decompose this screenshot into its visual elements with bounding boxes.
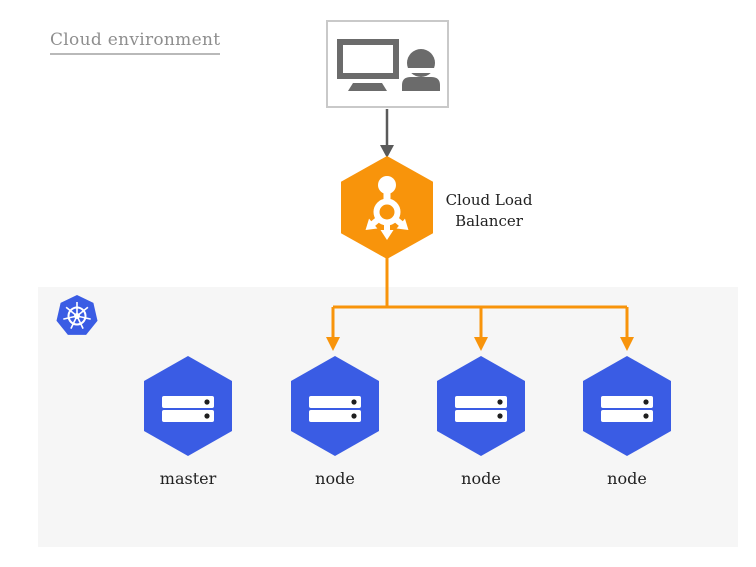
user-workstation-box bbox=[326, 20, 449, 108]
node-label: node bbox=[315, 469, 355, 488]
load-balancer-connectors bbox=[326, 258, 634, 351]
cloud-environment-title: Cloud environment bbox=[50, 30, 221, 55]
cluster-node-hexagon bbox=[583, 356, 671, 456]
load-balancer-label: Cloud Load Balancer bbox=[445, 191, 533, 230]
arrow-down-icon bbox=[380, 109, 394, 158]
kubernetes-logo bbox=[56, 295, 98, 335]
server-icon bbox=[601, 396, 653, 422]
server-icon bbox=[162, 396, 214, 422]
node-label: node bbox=[607, 469, 647, 488]
load-balancer-hexagon bbox=[341, 156, 433, 259]
server-icon bbox=[309, 396, 361, 422]
load-balancer-icon bbox=[365, 176, 409, 240]
master-label: master bbox=[159, 469, 217, 488]
server-icon bbox=[455, 396, 507, 422]
workstation-user-icon bbox=[337, 39, 440, 91]
node-label: node bbox=[461, 469, 501, 488]
